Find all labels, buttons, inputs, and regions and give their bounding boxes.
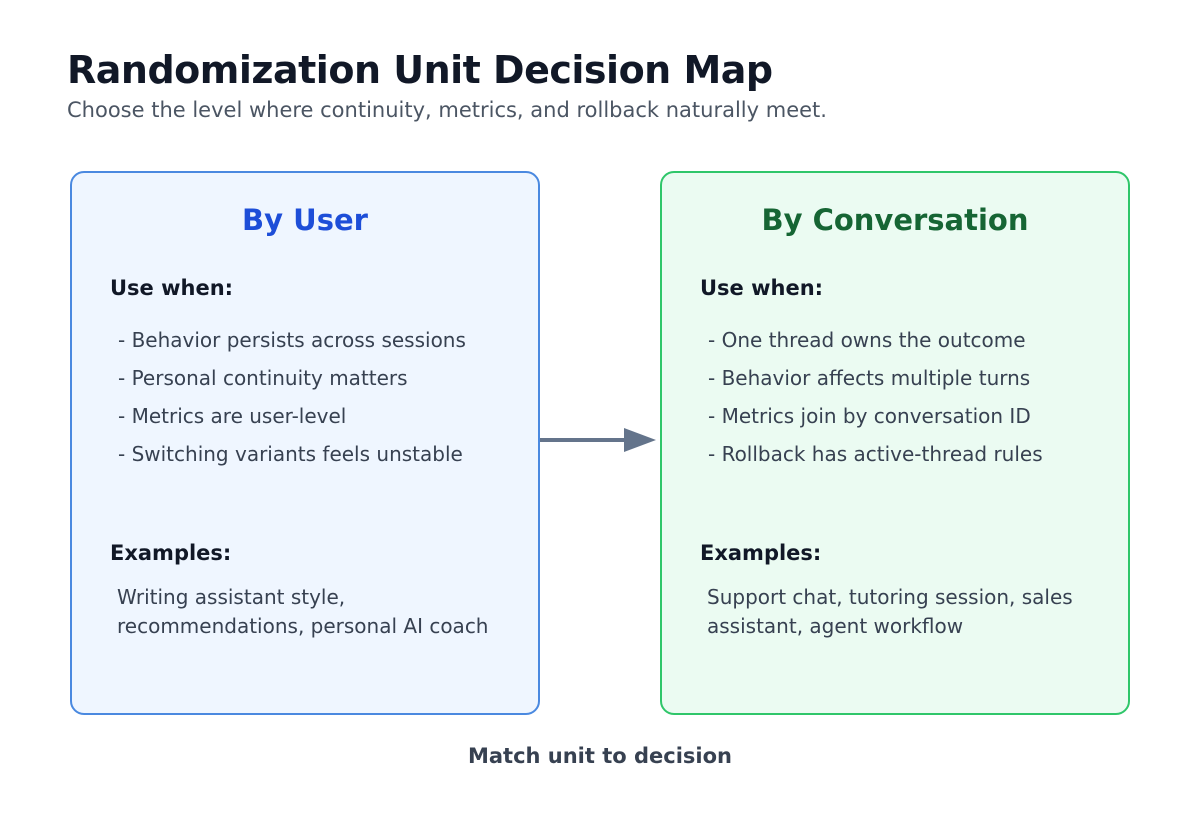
- list-item: - Metrics are user-level: [118, 404, 347, 428]
- examples-text: Writing assistant style, recommendations…: [117, 585, 489, 638]
- examples-label: Examples:: [700, 541, 822, 565]
- list-item: - Personal continuity matters: [118, 366, 408, 390]
- connector-arrow: [540, 428, 656, 452]
- use-when-label: Use when:: [110, 276, 234, 300]
- use-when-label: Use when:: [700, 276, 824, 300]
- list-item: - Behavior persists across sessions: [118, 328, 466, 352]
- use-when-list: - One thread owns the outcome - Behavior…: [708, 321, 1043, 473]
- card-by-conversation: By Conversation Use when: - One thread o…: [660, 171, 1130, 715]
- list-item: - Behavior affects multiple turns: [708, 366, 1031, 390]
- arrow-head: [624, 428, 656, 452]
- card-title: By User: [242, 203, 368, 237]
- card-title: By Conversation: [761, 203, 1029, 237]
- page-title: Randomization Unit Decision Map: [67, 48, 773, 92]
- diagram-caption: Match unit to decision: [467, 744, 733, 768]
- list-item: - One thread owns the outcome: [708, 328, 1026, 352]
- card-by-user: By User Use when: - Behavior persists ac…: [70, 171, 540, 715]
- list-item: - Rollback has active-thread rules: [708, 442, 1043, 466]
- examples-text: Support chat, tutoring session, sales as…: [707, 585, 1073, 638]
- examples-label: Examples:: [110, 541, 232, 565]
- list-item: - Switching variants feels unstable: [118, 442, 463, 466]
- list-item: - Metrics join by conversation ID: [708, 404, 1031, 428]
- page-subtitle: Choose the level where continuity, metri…: [67, 98, 827, 122]
- use-when-list: - Behavior persists across sessions - Pe…: [118, 321, 466, 473]
